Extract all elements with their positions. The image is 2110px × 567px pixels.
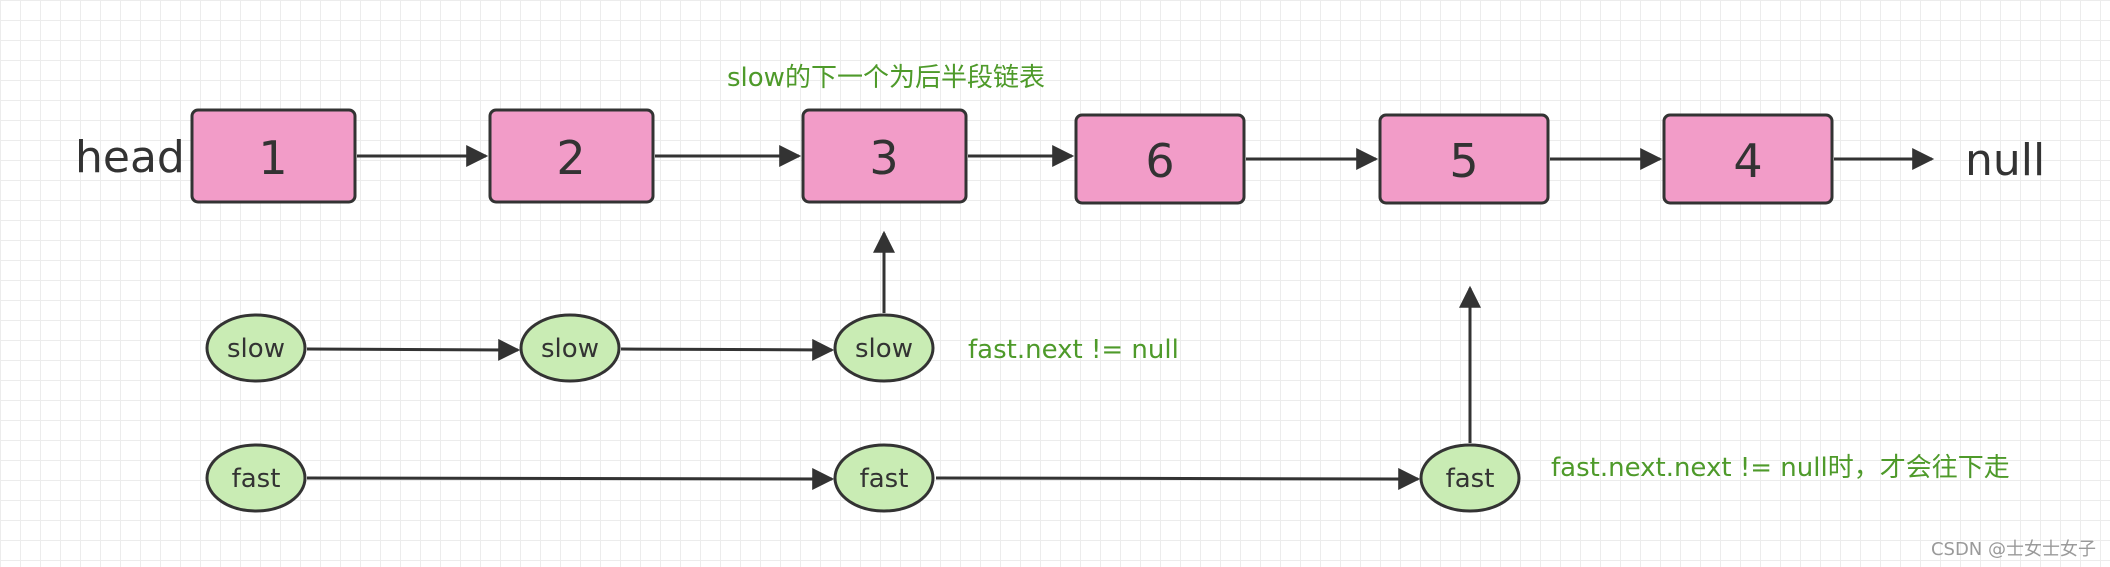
list-node-6: 4 <box>1662 113 1834 205</box>
fast-pointer-3: fast <box>1419 443 1521 513</box>
slow-move-arrow <box>620 338 835 361</box>
list-node-1: 1 <box>190 108 357 204</box>
list-node-value: 6 <box>1145 134 1174 188</box>
null-label: null <box>1965 135 2045 186</box>
head-label: head <box>75 132 185 183</box>
fast-pointer-label: fast <box>1446 464 1495 494</box>
list-node-value: 3 <box>869 131 898 185</box>
note-fast-condition: fast.next.next != null时，才会往下走 <box>1551 453 2010 483</box>
fast-pointer-1: fast <box>205 443 307 513</box>
list-node-value: 5 <box>1449 134 1478 188</box>
slow-pointer-label: slow <box>541 334 599 364</box>
list-node-4: 6 <box>1074 113 1246 205</box>
slow-pointer-label: slow <box>227 334 285 364</box>
fast-move-arrow <box>935 467 1421 490</box>
fast-pointer-2: fast <box>833 443 935 513</box>
fast-pointer-label: fast <box>232 464 281 494</box>
note-top: slow的下一个为后半段链表 <box>727 63 1045 93</box>
watermark: CSDN @士女士女子 <box>1931 539 2096 560</box>
list-node-value: 1 <box>258 131 287 185</box>
list-node-2: 2 <box>488 108 655 204</box>
fast-pointer-label: fast <box>860 464 909 494</box>
note-slow-condition: fast.next != null <box>968 335 1179 365</box>
slow-pointer-3: slow <box>833 313 935 383</box>
slow-pointer-2: slow <box>519 313 621 383</box>
list-node-value: 4 <box>1733 134 1762 188</box>
list-node-value: 2 <box>556 131 585 185</box>
list-node-5: 5 <box>1378 113 1550 205</box>
list-node-3: 3 <box>801 108 968 204</box>
slow-pointer-label: slow <box>855 334 913 364</box>
slow-move-arrow <box>306 338 521 361</box>
slow-pointer-1: slow <box>205 313 307 383</box>
fast-move-arrow <box>306 467 835 490</box>
